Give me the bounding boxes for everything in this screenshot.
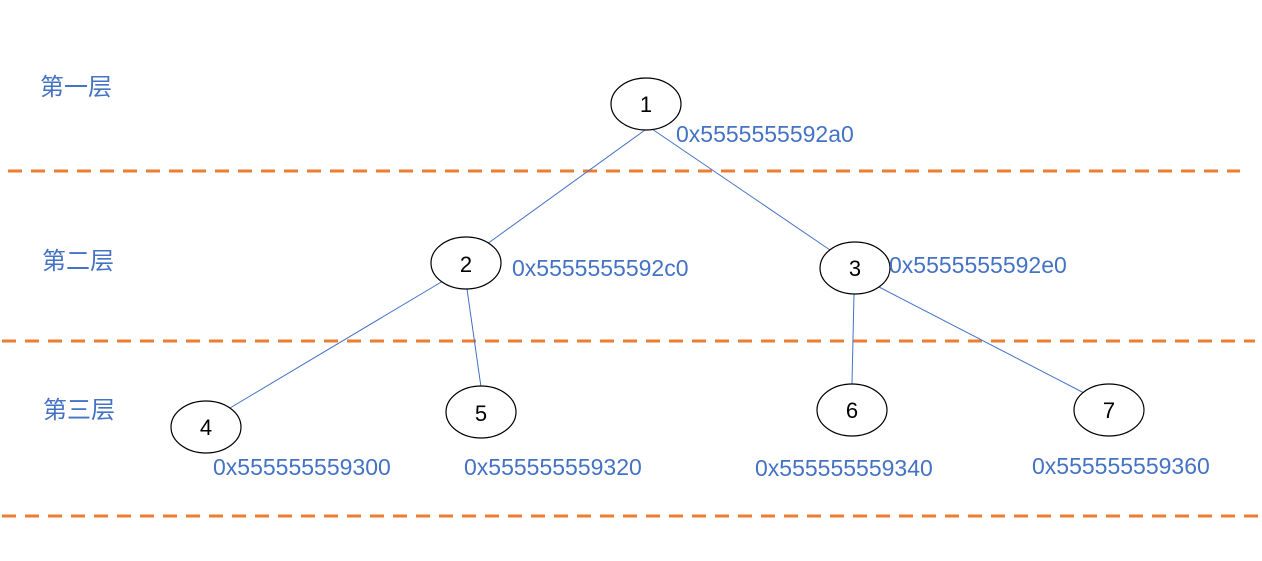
tree-node-6: 6 xyxy=(816,383,888,437)
node-ellipse xyxy=(819,241,891,295)
layer-label-2: 第二层 xyxy=(42,247,114,275)
node-value: 4 xyxy=(200,415,212,440)
node-address-4: 0x555555559300 xyxy=(213,454,391,480)
node-ellipse xyxy=(445,385,517,439)
edge-2-4 xyxy=(229,280,444,409)
node-ellipse xyxy=(610,77,682,131)
tree-node-5: 5 xyxy=(445,385,517,439)
node-address-1: 0x5555555592a0 xyxy=(676,121,854,147)
layer-label-1: 第一层 xyxy=(40,73,112,101)
node-value: 5 xyxy=(475,401,487,426)
edge-1-3 xyxy=(651,128,831,251)
edge-3-7 xyxy=(878,286,1087,395)
node-ellipse xyxy=(816,383,888,437)
tree-node-1: 1 xyxy=(610,77,682,131)
tree-node-3: 3 xyxy=(819,241,891,295)
layer-label-3: 第三层 xyxy=(43,396,115,424)
node-address-5: 0x555555559320 xyxy=(464,454,642,480)
tree-node-4: 4 xyxy=(170,400,242,454)
edge-2-5 xyxy=(466,288,482,388)
node-ellipse xyxy=(1073,383,1145,437)
node-ellipse xyxy=(170,400,242,454)
edge-1-2 xyxy=(486,129,646,245)
node-address-6: 0x555555559340 xyxy=(755,455,933,481)
edge-3-6 xyxy=(851,293,855,385)
node-value: 1 xyxy=(640,92,652,117)
node-value: 6 xyxy=(846,398,858,423)
node-value: 3 xyxy=(849,256,861,281)
node-address-3: 0x5555555592e0 xyxy=(889,252,1067,278)
node-value: 2 xyxy=(460,252,472,277)
node-address-7: 0x555555559360 xyxy=(1032,453,1210,479)
tree-node-7: 7 xyxy=(1073,383,1145,437)
node-address-2: 0x5555555592c0 xyxy=(512,255,689,281)
node-value: 7 xyxy=(1103,398,1115,423)
tree-node-2: 2 xyxy=(430,236,502,290)
node-ellipse xyxy=(430,236,502,290)
